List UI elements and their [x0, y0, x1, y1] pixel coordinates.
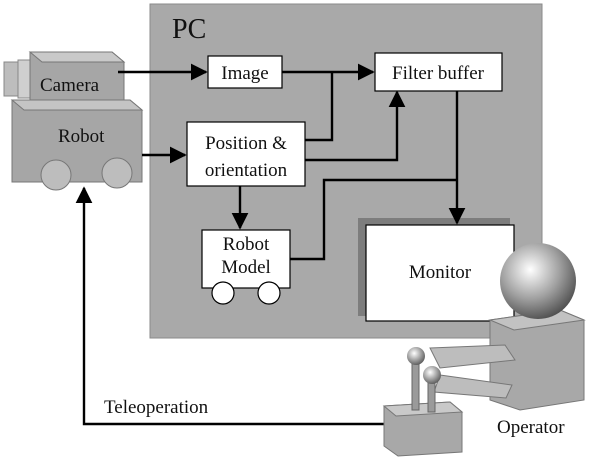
joystick-knob-right — [423, 366, 441, 384]
model-to-monitor-line — [290, 178, 457, 261]
monitor-label: Monitor — [409, 262, 472, 283]
teleoperation-arrow — [75, 186, 384, 426]
operator-arm-lower — [433, 374, 513, 399]
position-label-line2: orientation — [205, 160, 288, 181]
position-to-filter-line — [305, 72, 334, 142]
joystick-knob-left — [407, 347, 425, 365]
robot-model-label-line1: Robot — [223, 234, 270, 255]
teleoperation-label: Teleoperation — [104, 397, 209, 418]
robot-model-wheel-left — [211, 281, 235, 305]
position-label-line1: Position & — [205, 133, 287, 154]
operator-illustration — [382, 243, 586, 457]
robot-illustration — [3, 51, 144, 191]
position-to-filter-arrow — [305, 90, 406, 162]
operator-arm-upper — [429, 344, 516, 369]
filter-buffer-label: Filter buffer — [392, 63, 485, 84]
position-orientation-block — [186, 121, 306, 187]
filter-buffer-block — [374, 52, 503, 92]
robot-model-wheel-right — [257, 281, 281, 305]
image-block — [207, 55, 283, 89]
robot-wheel-left — [40, 159, 72, 191]
connectors — [75, 63, 466, 426]
robot-label: Robot — [58, 126, 105, 147]
robot-top — [10, 99, 144, 111]
camera-label: Camera — [40, 75, 100, 96]
monitor-block — [365, 224, 515, 322]
camera-top — [28, 51, 126, 63]
robot-model-label-line2: Model — [221, 257, 271, 278]
robot-wheel-right — [101, 157, 133, 189]
operator-label: Operator — [497, 417, 565, 438]
pc-label: PC — [172, 14, 206, 45]
image-label: Image — [221, 63, 268, 84]
operator-head — [500, 243, 576, 319]
